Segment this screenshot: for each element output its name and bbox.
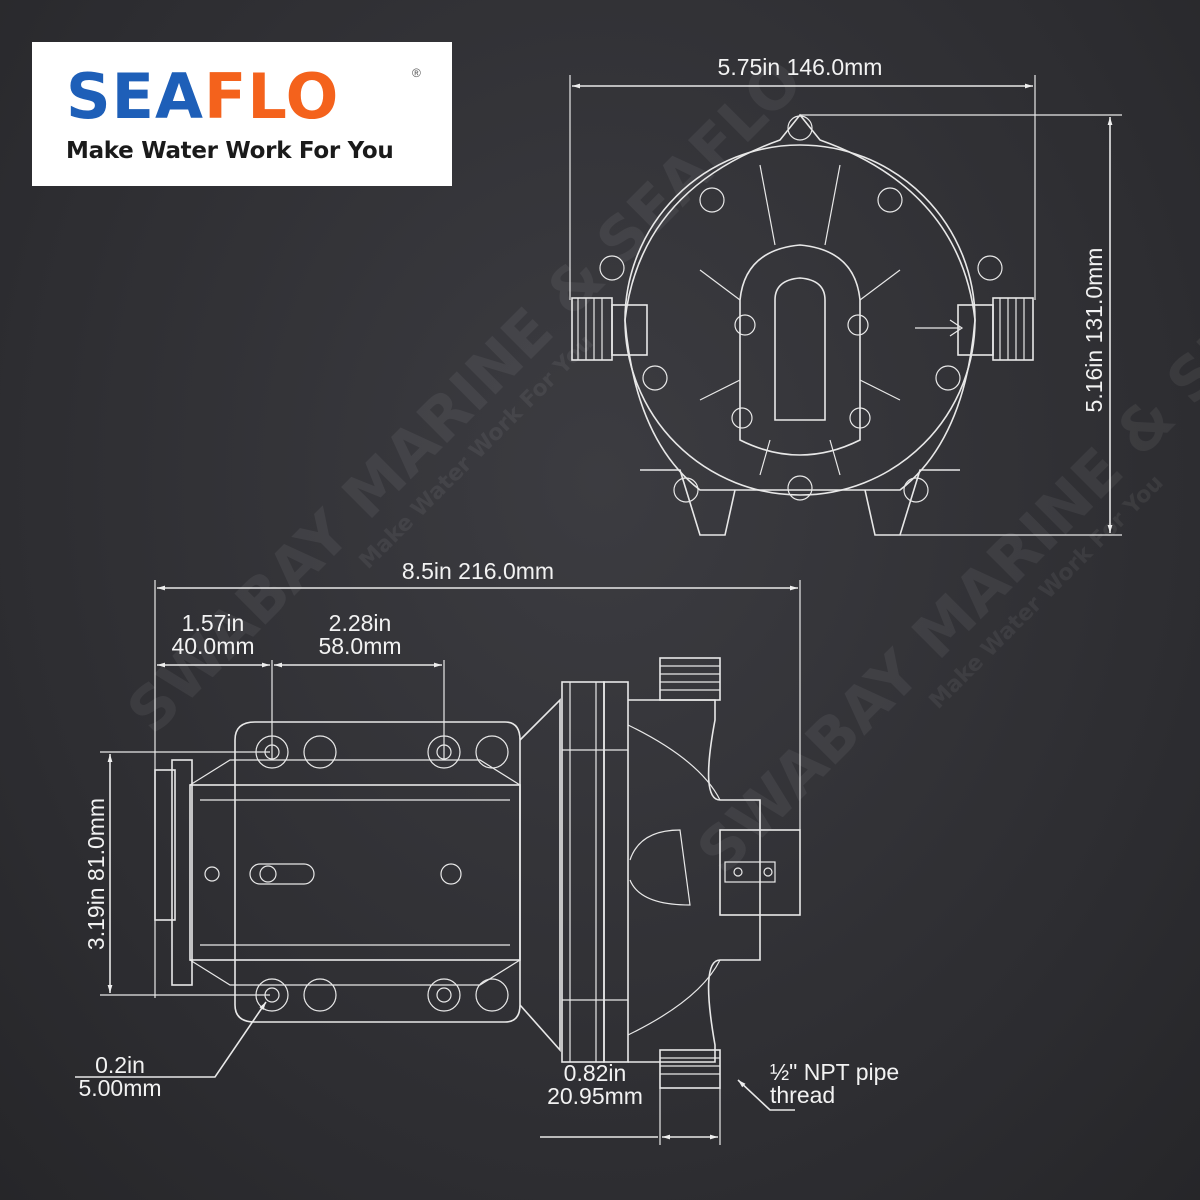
port-width-mm-label: 20.95mm (547, 1083, 643, 1109)
mount-height-label: 3.19in 81.0mm (83, 798, 109, 950)
logo-flo: FLO (204, 60, 340, 133)
overall-length-label: 8.5in 216.0mm (402, 558, 554, 584)
logo-tagline: Make Water Work For You (66, 138, 394, 164)
logo-sea: SEA (66, 60, 204, 133)
inlet-port (659, 1049, 721, 1089)
seaflo-logo: SEAFLO ® Make Water Work For You (32, 42, 452, 186)
svg-text:SWABAY MARINE & SEAFLO: SWABAY MARINE & SEAFLO (684, 186, 1200, 888)
top-height-label: 5.16in 131.0mm (1081, 248, 1107, 413)
mounting-holes (255, 735, 509, 1012)
hole-dia-in-label: 0.2in (95, 1052, 145, 1078)
outlet-port (659, 657, 721, 701)
hole-offset-in-label: 1.57in (182, 610, 245, 636)
screw-icons (599, 115, 1003, 503)
pump-front-view: 5.75in 146.0mm 5.16in 131.0mm (569, 54, 1122, 536)
hole-offset-mm-label: 40.0mm (171, 633, 254, 659)
port-width-in-label: 0.82in (564, 1060, 627, 1086)
thread-spec-label: ½" NPT pipe (770, 1059, 899, 1085)
hole-spacing-in-label: 2.28in (329, 610, 392, 636)
logo-wordmark: SEAFLO (66, 66, 339, 128)
watermark-2: SWABAY MARINE & SEAFLO Make Water Work F… (684, 186, 1200, 888)
thread-spec-label-2: thread (770, 1082, 835, 1108)
top-width-label: 5.75in 146.0mm (718, 54, 883, 80)
pump-side-view: 8.5in 216.0mm 1.57in 40.0mm 2.28in 58.0m… (75, 558, 899, 1145)
registered-mark: ® (412, 66, 421, 80)
hole-dia-mm-label: 5.00mm (78, 1075, 161, 1101)
hole-spacing-mm-label: 58.0mm (318, 633, 401, 659)
